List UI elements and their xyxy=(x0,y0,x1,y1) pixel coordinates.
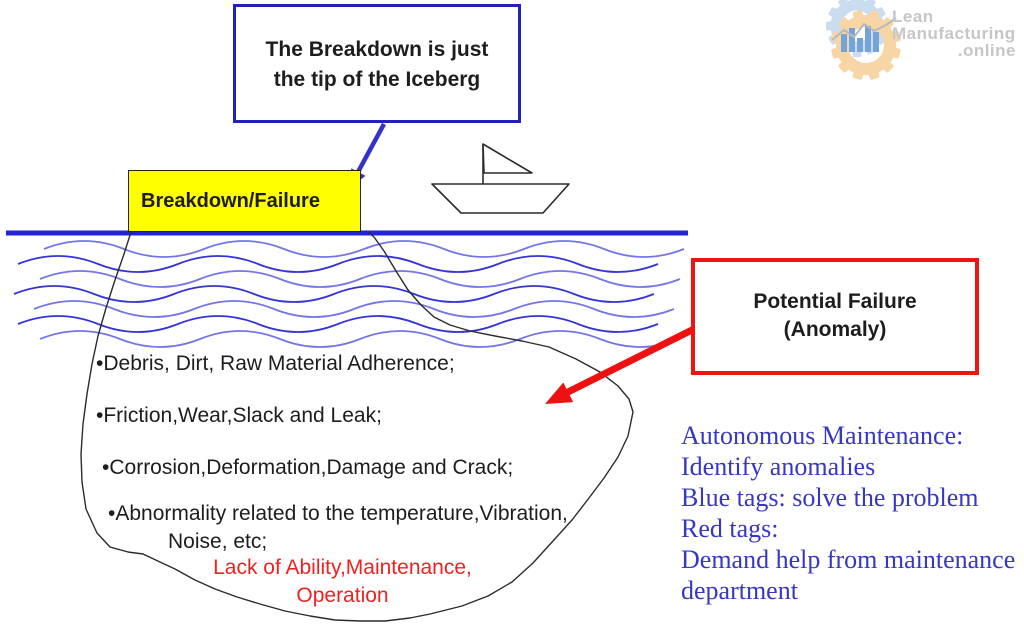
potential-failure-line-2: (Anomaly) xyxy=(783,318,887,341)
title-line-1: The Breakdown is just xyxy=(265,38,489,61)
breakdown-failure-text: Breakdown/Failure xyxy=(141,189,320,212)
potential-failure-line-1: Potential Failure xyxy=(753,290,917,313)
note-line-3: Blue tags: solve the problem xyxy=(681,483,979,512)
iceberg-item-corrosion: •Corrosion,Deformation,Damage and Crack; xyxy=(102,456,514,479)
note-line-4: Red tags: xyxy=(681,514,779,543)
lack-of-ability-text: Lack of Ability,Maintenance, Operation xyxy=(100,554,585,610)
logo-line-lean: Lean xyxy=(892,7,934,26)
waves xyxy=(13,240,685,348)
sailboat-icon xyxy=(431,143,570,214)
potential-failure-box: Potential Failure (Anomaly) xyxy=(691,258,979,375)
iceberg-outline xyxy=(80,231,634,622)
logo-chart-bars xyxy=(841,26,879,52)
autonomous-maintenance-notes: Autonomous Maintenance: Identify anomali… xyxy=(681,420,1024,606)
note-line-6: department xyxy=(681,576,798,605)
iceberg-item-abnormality: •Abnormality related to the temperature,… xyxy=(108,502,568,525)
title-line-2: the tip of the Iceberg xyxy=(273,68,481,91)
iceberg-item-noise: Noise, etc; xyxy=(168,530,268,553)
logo-gear-icon xyxy=(826,0,901,80)
title-callout-box: The Breakdown is just the tip of the Ice… xyxy=(233,4,521,123)
cause-line-2: Operation xyxy=(296,584,389,607)
logo-wordmark: Lean Manufacturing .online xyxy=(892,8,1016,59)
iceberg-item-debris: •Debris, Dirt, Raw Material Adherence; xyxy=(96,352,455,375)
logo-trend-line xyxy=(831,17,897,41)
red-arrow xyxy=(545,325,696,404)
cause-line-1: Lack of Ability,Maintenance, xyxy=(213,556,472,579)
note-line-2: Identify anomalies xyxy=(681,452,876,481)
note-line-1: Autonomous Maintenance: xyxy=(681,421,964,450)
logo-line-online: .online xyxy=(957,41,1016,60)
logo-line-manufacturing: Manufacturing xyxy=(892,24,1016,43)
iceberg-item-friction: •Friction,Wear,Slack and Leak; xyxy=(96,404,382,427)
note-line-5: Demand help from maintenance xyxy=(681,545,1016,574)
breakdown-failure-label: Breakdown/Failure xyxy=(128,170,361,232)
